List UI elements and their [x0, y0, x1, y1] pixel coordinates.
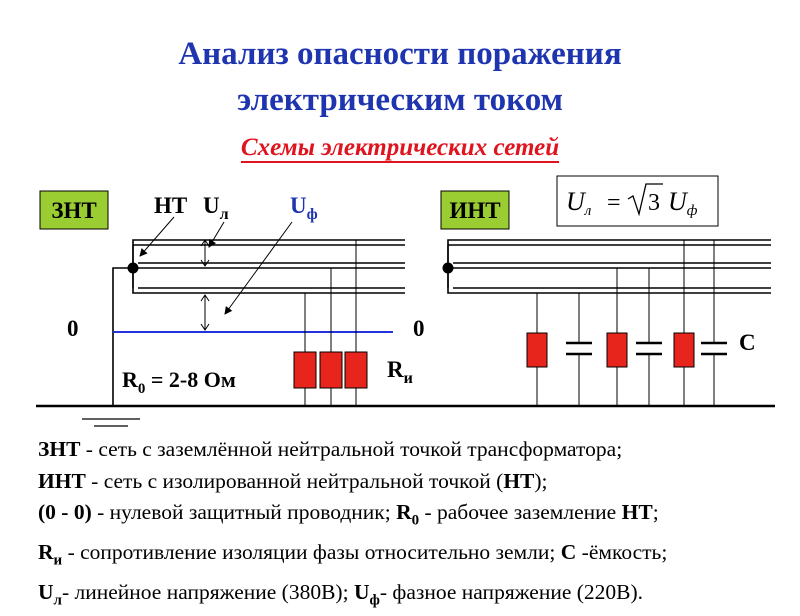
int-label-box	[440, 190, 510, 230]
phase-loop-outer	[132, 239, 405, 294]
legend-term-nt: НТ	[503, 468, 535, 493]
subtitle-text: Схемы электрических сетей	[240, 134, 560, 163]
neutral-point-right	[442, 262, 454, 274]
legend-term-nt-2: НТ	[621, 500, 653, 524]
legend-term-znt: ЗНТ	[38, 437, 81, 461]
legend-text-int-b: );	[534, 468, 548, 493]
resistor-right-2	[606, 332, 628, 368]
formula: Uл = 3 Uф	[566, 183, 698, 219]
legend-line-1: ЗНТ - сеть с заземлённой нейтральной точ…	[38, 434, 798, 466]
ul-label-main: U	[203, 193, 220, 218]
formula-rhs-main: U	[668, 187, 689, 216]
legend-text-zero-a: - нулевой защитный проводник;	[91, 500, 397, 524]
legend-text-zero-b: - рабочее заземление	[419, 500, 622, 524]
phase-loop-outer-right	[447, 239, 771, 294]
zero-label-right: 0	[413, 316, 425, 341]
formula-box	[556, 175, 719, 227]
resistor-right-3	[673, 332, 695, 368]
ri-label-main: R	[387, 357, 404, 382]
zero-label-left: 0	[67, 316, 79, 341]
legend-line-5: Uл- линейное напряжение (380В); Uф- фазн…	[38, 577, 798, 616]
formula-root-sign	[627, 183, 663, 217]
resistor-capacitor-group-right	[526, 240, 727, 406]
svg-text:Uл: Uл	[566, 187, 592, 219]
resistor-group-left	[293, 240, 368, 406]
legend-term-ri: Rи	[38, 539, 63, 569]
page-subtitle: Схемы электрических сетей	[0, 134, 800, 163]
nt-label: НТ	[154, 193, 187, 218]
page-title-line-2: электрическим током	[236, 82, 564, 118]
resistor-ri-2	[319, 351, 343, 389]
formula-eq: =	[607, 190, 621, 216]
page-title-line-1: Анализ опасности поражения	[178, 36, 622, 72]
znt-label-box	[39, 190, 109, 230]
svg-text:Uф: Uф	[668, 187, 698, 219]
legend-term-int: ИНТ	[38, 468, 86, 493]
legend-term-zero: (0 - 0)	[38, 500, 92, 524]
formula-root-arg: 3	[648, 190, 660, 216]
resistor-ri-1	[293, 351, 317, 389]
ri-label-sub: и	[404, 370, 413, 387]
legend-text-ri-a: - сопротивление изоляции фазы относитель…	[62, 539, 561, 564]
legend-term-c: С	[560, 539, 577, 564]
formula-lhs-main: U	[566, 187, 587, 216]
formula-lhs-sub: л	[584, 203, 592, 219]
uf-leader	[224, 221, 293, 315]
network-diagram: ЗНТ НТ Uл Uф 0 Rи R0 = 2-8 Ом ИНТ U	[36, 175, 775, 427]
uf-label-main: U	[290, 193, 307, 218]
legend-line-3: (0 - 0) - нулевой защитный проводник; R0…	[38, 497, 798, 537]
legend-text-ri-b: -ёмкость;	[576, 539, 668, 564]
legend-line-2: ИНТ - сеть с изолированной нейтральной т…	[38, 466, 798, 498]
c-label: C	[739, 330, 756, 355]
ul-label-sub: л	[220, 206, 229, 223]
uf-label-sub: ф	[307, 206, 318, 223]
resistor-right-1	[526, 332, 548, 368]
legend-text-zero-c: ;	[652, 500, 659, 524]
ul-label: Uл	[203, 193, 229, 223]
r0-label-value: = 2-8 Ом	[145, 367, 235, 392]
int-label: ИНТ	[449, 198, 500, 223]
legend-text-znt: - сеть с заземлённой нейтральной точкой …	[80, 437, 623, 461]
uf-label: Uф	[290, 193, 318, 223]
formula-rhs-sub: ф	[687, 203, 698, 219]
r0-label: R0 = 2-8 Ом	[122, 367, 236, 397]
legend: ЗНТ - сеть с заземлённой нейтральной точ…	[38, 434, 798, 616]
ul-leader	[208, 221, 225, 248]
ground-wire-left	[112, 267, 133, 406]
ri-label: Rи	[387, 357, 413, 387]
legend-line-4: Rи - сопротивление изоляции фазы относит…	[38, 537, 798, 577]
nt-leader	[139, 216, 175, 257]
legend-term-r0: R0	[396, 500, 420, 529]
resistor-ri-3	[344, 351, 368, 389]
znt-label: ЗНТ	[51, 198, 96, 223]
r0-label-sub: 0	[138, 381, 146, 397]
r0-label-main: R	[122, 367, 139, 392]
legend-text-int-a: - сеть с изолированной нейтральной точко…	[85, 468, 504, 493]
